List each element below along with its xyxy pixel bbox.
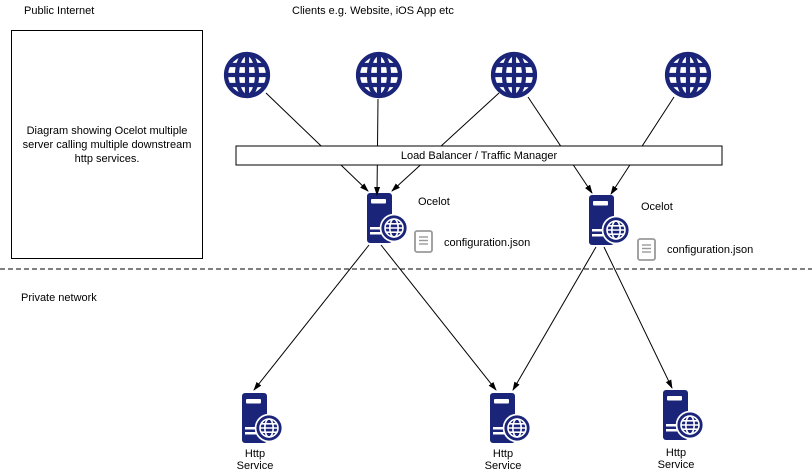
http-service-server-icon xyxy=(241,392,285,444)
http-service-label-line1: Http xyxy=(244,448,266,460)
public-internet-zone-label: Public Internet xyxy=(24,5,95,17)
private-network-zone-label: Private network xyxy=(21,292,97,304)
http-service-label-line2: Service xyxy=(236,460,274,472)
config-file-document-icon xyxy=(637,238,656,261)
http-service-label-line2: Service xyxy=(484,460,522,472)
client-to-gateway-arrows xyxy=(265,92,675,196)
clients-label: Clients e.g. Website, iOS App etc xyxy=(292,5,454,17)
http-service-label: Http Service xyxy=(636,447,716,471)
http-service-label-line1: Http xyxy=(665,447,687,459)
client-globe-icon xyxy=(493,54,535,96)
http-service-server-icon xyxy=(662,389,706,441)
client-globe-icon xyxy=(667,54,709,96)
load-balancer-box xyxy=(235,145,723,166)
client-globe-icon xyxy=(226,54,268,96)
description-text: Diagram showing Ocelot multiple server c… xyxy=(22,124,192,165)
ocelot-server-icon xyxy=(588,194,632,246)
load-balancer-label: Load Balancer / Traffic Manager xyxy=(400,149,558,162)
http-service-label: Http Service xyxy=(215,448,295,472)
ocelot-server-icon xyxy=(366,192,410,244)
ocelot-gateway-label: Ocelot xyxy=(418,196,450,208)
http-service-server-icon xyxy=(489,392,533,444)
config-file-label: configuration.json xyxy=(444,237,531,249)
config-file-document-icon xyxy=(414,230,433,253)
config-file-label: configuration.json xyxy=(667,244,754,256)
ocelot-gateway-label: Ocelot xyxy=(641,201,673,213)
description-box: Diagram showing Ocelot multiple server c… xyxy=(11,30,203,259)
client-globe-icon xyxy=(358,54,400,96)
gateway-to-service-arrows xyxy=(253,244,673,391)
http-service-label-line2: Service xyxy=(657,459,695,471)
http-service-label-line1: Http xyxy=(492,448,514,460)
http-service-label: Http Service xyxy=(463,448,543,472)
